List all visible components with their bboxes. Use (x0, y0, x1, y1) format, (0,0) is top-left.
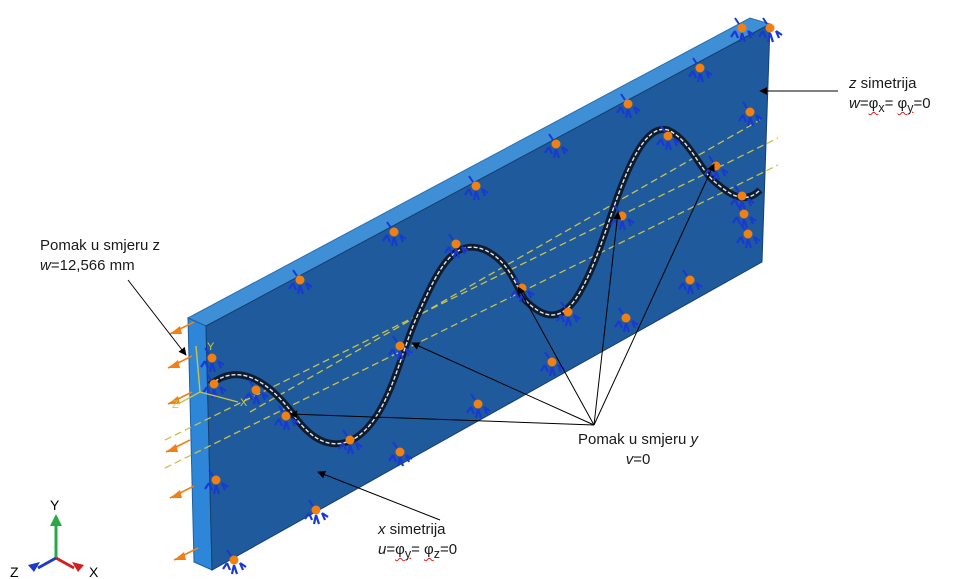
disp-arrow (173, 547, 199, 561)
triad-y-label: Y (50, 497, 60, 513)
boundary-condition-symbols (200, 17, 783, 575)
bc-glyph (732, 203, 757, 229)
label-x-symmetry-title: x simetrija (378, 521, 446, 538)
arrows-pomak-y (289, 163, 715, 426)
bc-glyph (656, 125, 681, 151)
disp-arrow (165, 439, 191, 453)
bc-glyph (382, 221, 407, 247)
bc-glyph (204, 469, 229, 495)
label-z-symmetry: z simetrija w=φx= φy=0 (849, 74, 931, 118)
arrow-pomak-z (127, 279, 187, 356)
label-pomak-z-title: Pomak u smjeru z (40, 237, 161, 254)
bc-glyph (274, 405, 299, 431)
bc-glyph (444, 233, 469, 259)
triad-z-label: Z (10, 564, 19, 579)
label-pomak-z: Pomak u smjeru z w=12,566 mm (40, 236, 160, 276)
label-pomak-z-eq: w=12,566 mm (40, 257, 135, 274)
bc-glyph (464, 175, 489, 201)
label-pomak-y-eq: v=0 (625, 451, 651, 468)
local-csys: Z X Y (172, 341, 248, 411)
bc-glyph (730, 17, 755, 43)
sine-path (207, 125, 763, 448)
local-axis-z: Z (172, 399, 179, 411)
label-pomak-y-title: Pomak u smjeru y (577, 431, 699, 448)
bc-glyph (200, 347, 225, 373)
bc-glyph (738, 101, 763, 127)
disp-arrow (167, 391, 193, 405)
bc-glyph (304, 499, 329, 525)
disp-arrow (169, 321, 195, 335)
disp-arrow (167, 355, 193, 369)
bc-glyph (730, 185, 755, 211)
bc-glyph (540, 351, 565, 377)
arrow-x-symmetry (317, 470, 441, 521)
bc-glyph (338, 429, 363, 455)
bc-glyph (736, 223, 761, 249)
bc-glyph (758, 17, 783, 43)
bc-glyph (222, 549, 247, 575)
plate (186, 17, 772, 571)
label-x-symmetry: x simetrija u=φy= φz=0 (378, 520, 457, 564)
bc-glyph (614, 307, 639, 333)
bc-glyph (288, 269, 313, 295)
plate-front-face (205, 23, 771, 571)
label-pomak-y: Pomak u smjeru y v=0 (574, 430, 702, 470)
bc-glyph (616, 93, 641, 119)
bc-glyph (556, 301, 581, 327)
local-axis-x: X (240, 397, 248, 409)
bc-glyph (688, 57, 713, 83)
label-z-symmetry-title: z simetrija (849, 75, 917, 92)
bc-glyph (388, 335, 413, 361)
global-axis-triad: Y Z X (10, 497, 99, 579)
label-z-symmetry-eq: w=φx= φy=0 (849, 95, 931, 115)
bc-glyph (202, 373, 227, 399)
local-axis-y: Y (207, 341, 215, 353)
triad-x-label: X (89, 564, 99, 579)
label-x-symmetry-eq: u=φy= φz=0 (378, 541, 458, 561)
bc-glyph (678, 269, 703, 295)
bc-glyph (244, 379, 269, 405)
displacement-arrows (165, 321, 199, 561)
disp-arrow (169, 485, 195, 499)
bc-glyph (388, 441, 413, 467)
bc-glyph (544, 133, 569, 159)
bc-glyph (466, 393, 491, 419)
leader-arrows (127, 87, 838, 521)
